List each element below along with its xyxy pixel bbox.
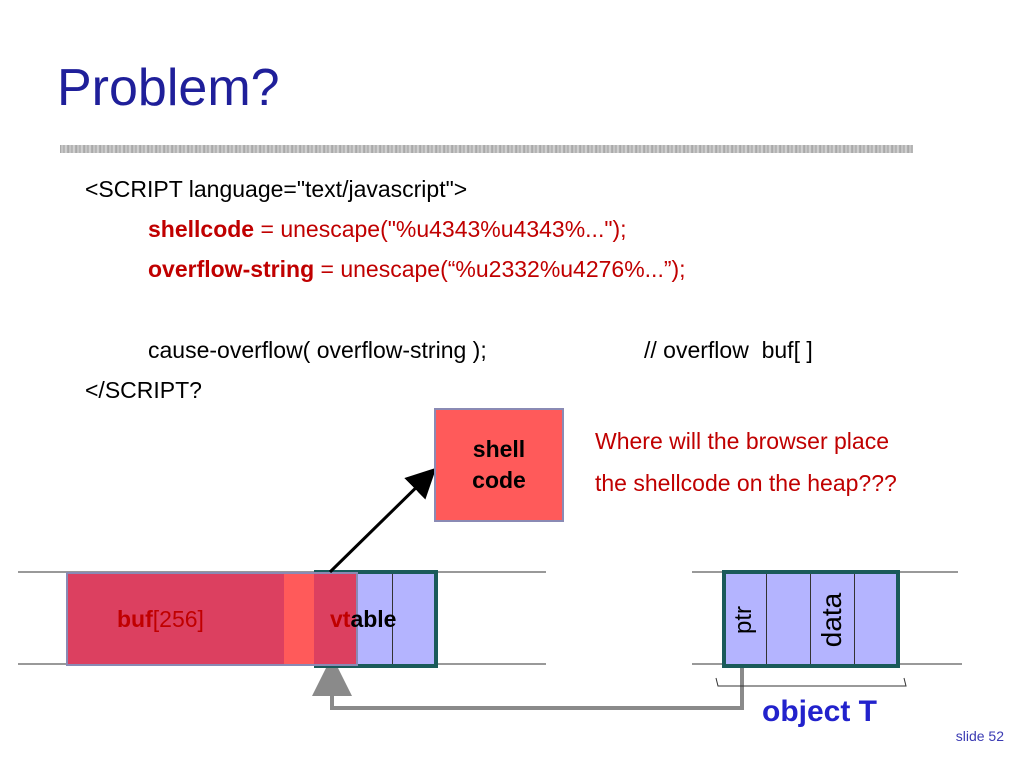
shellcode-variable: shellcode <box>148 216 255 242</box>
slide-title: Problem? <box>57 59 280 117</box>
ptr-label: ptr <box>730 605 757 635</box>
buf-overflow-region <box>284 574 314 664</box>
object-divider-1 <box>766 574 767 664</box>
title-divider <box>60 145 913 153</box>
code-line-3: overflow-string = unescape(“%u2332%u4276… <box>148 256 686 283</box>
code-comment: // overflow buf[ ] <box>644 337 813 363</box>
object-t-label: object T <box>762 695 878 728</box>
vtable-divider <box>392 574 393 664</box>
vtable-label-rest: able <box>350 606 397 632</box>
code-line-1: <SCRIPT language="text/javascript"> <box>85 176 468 202</box>
shellcode-box-line1: shell <box>472 436 526 462</box>
code-line-4: cause-overflow( overflow-string ); <box>148 337 487 363</box>
vtable-label-overflowed: vt <box>330 606 351 632</box>
object-divider-2 <box>810 574 811 664</box>
buf-label-bold: buf <box>117 606 153 632</box>
shellcode-assignment: = unescape("%u4343%u4343%..."); <box>254 216 627 242</box>
data-label: data <box>816 592 847 648</box>
object-t-block <box>722 570 900 668</box>
shellcode-box-line2: code <box>472 467 526 493</box>
question-line-2: the shellcode on the heap??? <box>595 470 897 496</box>
buf-label: buf[256] <box>117 606 204 633</box>
code-line-2: shellcode = unescape("%u4343%u4343%...")… <box>148 216 627 243</box>
code-line-5: </SCRIPT? <box>85 377 202 403</box>
shellcode-box: shell code <box>434 408 564 522</box>
slide-number: slide 52 <box>955 728 1004 744</box>
question-line-1: Where will the browser place <box>595 428 890 454</box>
object-divider-3 <box>854 574 855 664</box>
object-brace <box>715 677 907 687</box>
vtable-to-shellcode-arrow <box>328 467 437 574</box>
vtable-label: vtable <box>330 606 396 633</box>
overflow-string-variable: overflow-string <box>148 256 315 282</box>
overflow-string-assignment: = unescape(“%u2332%u4276%...”); <box>314 256 686 282</box>
buf-label-size: [256] <box>152 606 204 632</box>
